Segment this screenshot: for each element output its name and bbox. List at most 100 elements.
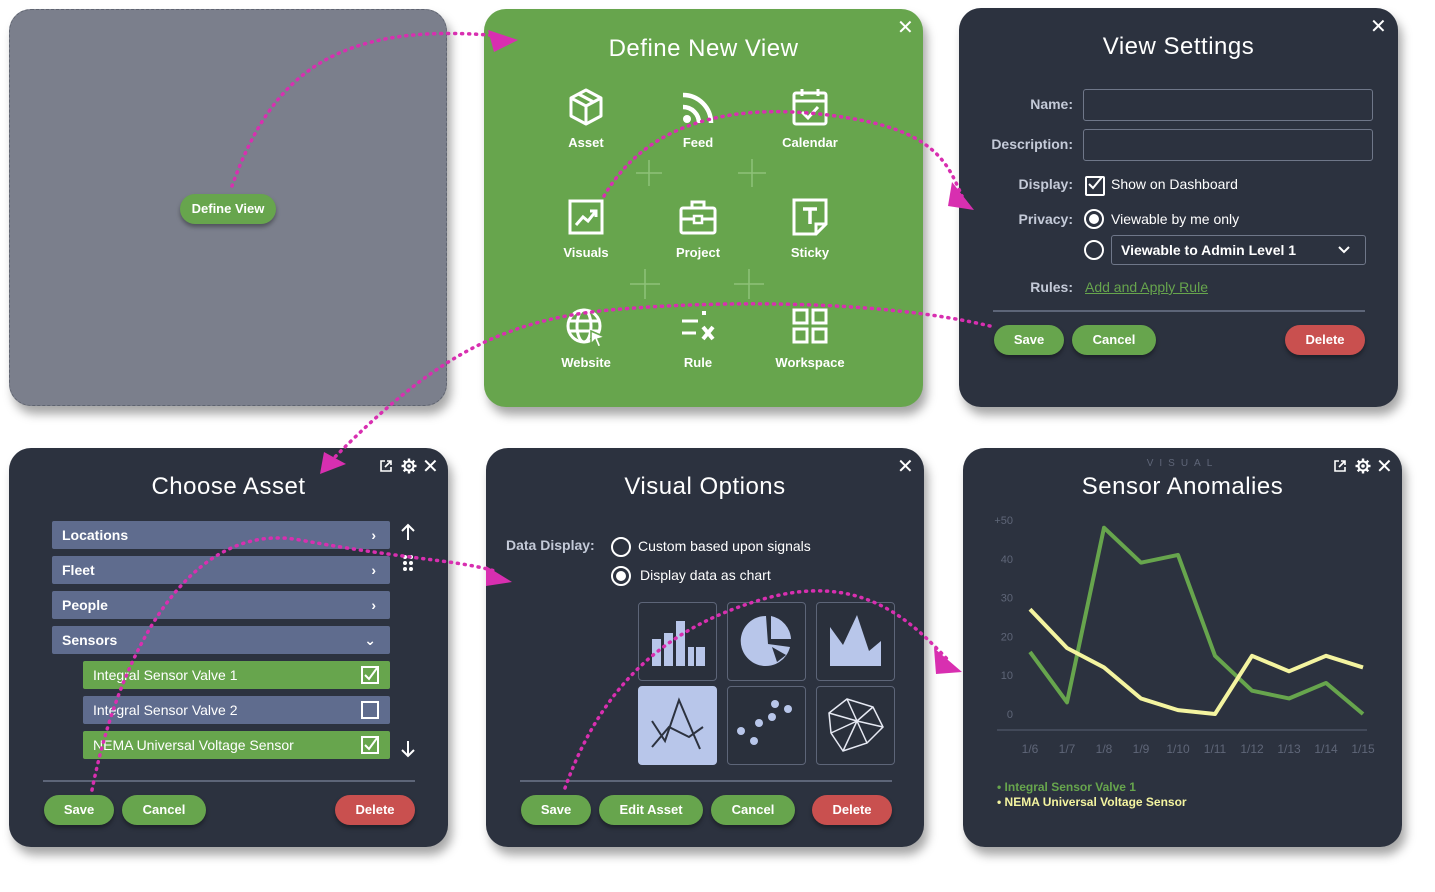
- gear-icon[interactable]: [1355, 458, 1371, 474]
- define-view-title: Define New View: [608, 35, 799, 62]
- divider: [520, 780, 892, 782]
- admin-level-select[interactable]: Viewable to Admin Level 1: [1111, 235, 1366, 265]
- visual-options-panel: Visual Options ✕ Data Display: Custom ba…: [486, 448, 924, 847]
- y-tick-label: 20: [1001, 631, 1013, 643]
- edit-asset-button[interactable]: Edit Asset: [599, 795, 703, 825]
- checkbox-checked-icon[interactable]: [361, 666, 379, 684]
- bar-chart-icon: [652, 621, 705, 666]
- category-locations[interactable]: Locations›: [52, 521, 390, 549]
- grid-crosshairs: [630, 159, 766, 299]
- description-label: Description:: [991, 136, 1073, 152]
- legend-item: • NEMA Universal Voltage Sensor: [997, 795, 1187, 809]
- display-chart-label: Display data as chart: [640, 567, 771, 583]
- close-icon[interactable]: ✕: [1376, 456, 1393, 478]
- define-view-panel: Define New View ✕ Asset Feed Calendar Vi…: [484, 9, 923, 407]
- category-sensors[interactable]: Sensors⌄: [52, 626, 390, 654]
- description-input[interactable]: [1083, 129, 1373, 161]
- sensor-item[interactable]: Integral Sensor Valve 1: [83, 661, 390, 689]
- gear-icon[interactable]: [401, 458, 417, 474]
- checkbox-empty-icon[interactable]: [361, 701, 379, 719]
- visual-options-title: Visual Options: [624, 473, 786, 500]
- x-tick-label: 1/11: [1204, 742, 1227, 756]
- chart-legend: • Integral Sensor Valve 1 • NEMA Univers…: [997, 780, 1187, 810]
- scatter-chart-icon: [737, 700, 792, 745]
- show-on-dashboard-label: Show on Dashboard: [1111, 176, 1238, 192]
- custom-signals-radio[interactable]: [611, 537, 631, 557]
- show-on-dashboard-checkbox[interactable]: [1085, 176, 1105, 196]
- drag-handle-icon[interactable]: [402, 554, 414, 572]
- external-link-icon[interactable]: [379, 459, 393, 473]
- x-tick-label: 1/10: [1166, 742, 1190, 756]
- rules-label: Rules:: [1030, 279, 1073, 295]
- name-label: Name:: [1030, 96, 1073, 112]
- x-tick-label: 1/13: [1277, 742, 1301, 756]
- chart-type-line[interactable]: [638, 686, 717, 765]
- chart-type-bar[interactable]: [638, 602, 717, 681]
- custom-signals-label: Custom based upon signals: [638, 538, 811, 554]
- close-icon[interactable]: ✕: [422, 456, 439, 478]
- chevron-right-icon: ›: [371, 527, 376, 543]
- sensor-item[interactable]: Integral Sensor Valve 2: [83, 696, 390, 724]
- privacy-me-only-radio[interactable]: [1084, 209, 1104, 229]
- view-settings-panel: View Settings ✕ Name: Description: Displ…: [959, 8, 1398, 407]
- y-tick-label: 10: [1001, 670, 1013, 682]
- x-tick-label: 1/14: [1314, 742, 1338, 756]
- privacy-label: Privacy:: [1018, 211, 1073, 227]
- series-line-2: [1028, 607, 1364, 716]
- close-icon[interactable]: ✕: [897, 17, 914, 39]
- arrow-down-icon[interactable]: [400, 740, 416, 758]
- choose-asset-panel: Choose Asset ✕ Locations› Fleet› People›…: [9, 448, 448, 847]
- close-icon[interactable]: ✕: [897, 456, 914, 478]
- define-view-button[interactable]: Define View: [180, 194, 276, 224]
- privacy-admin-radio[interactable]: [1084, 240, 1104, 260]
- network-chart-icon: [828, 698, 884, 752]
- x-tick-label: 1/9: [1133, 742, 1150, 756]
- display-chart-radio[interactable]: [611, 566, 631, 586]
- save-button[interactable]: Save: [44, 795, 114, 825]
- delete-button[interactable]: Delete: [1285, 325, 1365, 355]
- external-link-icon[interactable]: [1333, 459, 1347, 473]
- option-asset[interactable]: Asset: [546, 87, 626, 150]
- cancel-button[interactable]: Cancel: [711, 795, 795, 825]
- chart-type-area[interactable]: [816, 602, 895, 681]
- chevron-right-icon: ›: [371, 562, 376, 578]
- briefcase-icon: [679, 200, 717, 235]
- x-tick-label: 1/8: [1096, 742, 1113, 756]
- x-tick-label: 1/15: [1351, 742, 1375, 756]
- close-icon[interactable]: ✕: [1370, 16, 1387, 38]
- arrow-up-icon[interactable]: [400, 523, 416, 541]
- category-fleet[interactable]: Fleet›: [52, 556, 390, 584]
- delete-button[interactable]: Delete: [335, 795, 415, 825]
- view-settings-title: View Settings: [1102, 33, 1255, 60]
- display-label: Display:: [1018, 176, 1073, 192]
- chevron-down-icon: ⌄: [364, 632, 376, 648]
- chart-type-pie[interactable]: [727, 602, 806, 681]
- chart-overline: VISUAL: [1146, 458, 1219, 469]
- name-input[interactable]: [1083, 89, 1373, 121]
- chart-type-scatter[interactable]: [727, 686, 806, 765]
- cube-icon: [569, 88, 603, 126]
- divider: [43, 780, 415, 782]
- divider: [993, 310, 1365, 312]
- x-tick-label: 1/6: [1022, 742, 1039, 756]
- save-button[interactable]: Save: [994, 325, 1064, 355]
- line-chart-icon: [651, 697, 704, 750]
- chart-type-network[interactable]: [816, 686, 895, 765]
- cancel-button[interactable]: Cancel: [122, 795, 206, 825]
- chart-trend-icon: [568, 199, 604, 235]
- option-project[interactable]: Project: [658, 197, 738, 260]
- delete-button[interactable]: Delete: [812, 795, 892, 825]
- privacy-me-only-label: Viewable by me only: [1111, 211, 1240, 227]
- category-people[interactable]: People›: [52, 591, 390, 619]
- checkbox-checked-icon[interactable]: [361, 736, 379, 754]
- option-visuals[interactable]: Visuals: [546, 197, 626, 260]
- option-sticky[interactable]: Sticky: [770, 197, 850, 260]
- sensor-item[interactable]: NEMA Universal Voltage Sensor: [83, 731, 390, 759]
- chart-title: Sensor Anomalies: [1081, 473, 1284, 500]
- save-button[interactable]: Save: [521, 795, 591, 825]
- empty-view-panel: Define View: [9, 9, 447, 406]
- add-rule-link[interactable]: Add and Apply Rule: [1085, 279, 1208, 295]
- cancel-button[interactable]: Cancel: [1072, 325, 1156, 355]
